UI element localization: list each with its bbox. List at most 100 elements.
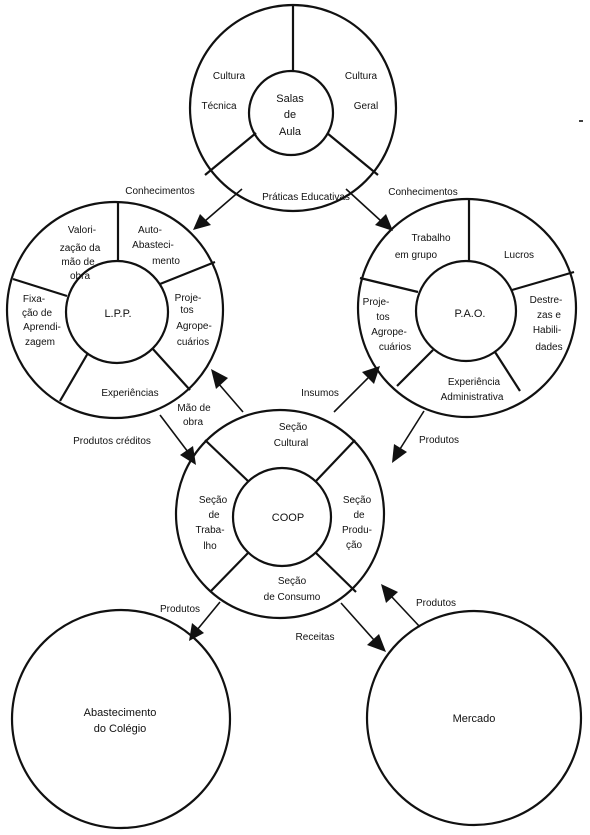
coop-seg-trabalho-2: de [208,510,220,521]
right-seg-projetos-3: Agrope- [371,327,407,338]
right-seg-projetos-1: Proje- [363,297,390,308]
coop-center-label: COOP [272,512,304,524]
abastecimento-label-2: do Colégio [94,723,147,735]
top-center-line-2: de [284,109,296,121]
coop-seg-producao-3: Produ- [342,525,372,536]
top-seg-cultura-geral-1: Cultura [345,71,378,82]
left-seg-projetos-1: Proje- [175,293,202,304]
right-divider-lower-right [494,351,521,392]
left-seg-valorizacao-3: mão de [61,257,95,268]
left-divider-lower-right [151,347,191,391]
arrow-coop-to-right-head [362,366,380,384]
arrow-top-to-right-line [345,188,382,222]
coop-seg-cultural-1: Seção [279,422,308,433]
left-seg-auto-abastecimento-2: Abasteci- [132,240,174,251]
left-seg-projetos-4: cuários [177,337,209,348]
left-outer-ring [5,200,225,420]
arrow-top-to-left-line [204,188,243,222]
coop-seg-producao-2: de [353,510,365,521]
coop-seg-trabalho-3: Traba- [195,525,224,536]
coop-divider-lower-left [209,552,249,593]
top-seg-praticas-educativas: Práticas Educativas [262,192,350,203]
arrow-right-to-coop-head [392,444,407,463]
coop-outer-ring [174,408,386,620]
arrow-coop-to-abastecimento-line [196,601,221,631]
right-divider-lower-left [396,349,434,387]
arrow-right-to-coop-line [399,410,425,450]
arrow-coop-to-mercado-head [367,634,386,652]
arrow-coop-to-mercado-line [340,602,375,641]
right-seg-destrezas-3: Habili- [533,325,561,336]
left-circle-lpp: L.P.P. Valori- zação da mão de obra Auto… [5,200,225,420]
mercado-label: Mercado [453,713,496,725]
left-seg-valorizacao-2: zação da [60,243,101,254]
coop-divider-upper-right [315,439,356,482]
left-center-label: L.P.P. [104,308,131,320]
top-circle-salas-de-aula: Salas de Aula Cultura Técnica Cultura Ge… [188,3,398,213]
top-seg-cultura-tecnica-1: Cultura [213,71,246,82]
top-seg-cultura-geral-2: Geral [354,101,378,112]
flow-produtos-right: Produtos [419,435,459,446]
arrow-coop-to-right-line [333,377,369,413]
coop-circle: COOP Seção Cultural Seção de Produ- ção … [174,408,386,620]
coop-seg-producao-4: ção [346,540,363,551]
arrow-coop-to-abastecimento-head [189,623,204,641]
right-seg-trabalho-1: Trabalho [411,233,451,244]
right-inner-circle [414,259,518,363]
top-divider-left [204,132,257,176]
arrow-top-to-left-head [193,214,211,230]
right-seg-lucros: Lucros [504,250,534,261]
left-seg-auto-abastecimento-1: Auto- [138,225,162,236]
top-seg-cultura-tecnica-2: Técnica [201,101,236,112]
arrow-left-to-coop-line [159,414,189,453]
arrow-coop-to-left-line [217,382,244,413]
flow-produtos-creditos: Produtos créditos [73,436,151,447]
left-divider-lower-left [59,352,89,402]
right-seg-trabalho-2: em grupo [395,250,438,261]
right-seg-destrezas-2: zas e [537,310,561,321]
arrow-left-to-coop-head [180,446,196,465]
coop-seg-consumo-1: Seção [278,576,307,587]
right-circle-pao: P.A.O. Trabalho em grupo Lucros Destre- … [356,197,578,419]
right-center-label: P.A.O. [455,308,486,320]
flow-conhecimentos-left: Conhecimentos [125,186,194,197]
flow-mao-de-obra-1: Mão de [177,403,211,414]
flow-insumos: Insumos [301,388,339,399]
coop-inner-circle [231,466,333,568]
bottom-right-circle-mercado: Mercado [365,609,583,827]
right-outer-ring [356,197,578,419]
abastecimento-label-1: Abastecimento [84,707,157,719]
left-seg-projetos-2: tos [180,305,193,316]
coop-seg-cultural-2: Cultural [274,438,308,449]
right-divider-upper-left [359,276,419,294]
right-seg-experiencia-adm-2: Administrativa [441,392,504,403]
flow-produtos-bottom-left: Produtos [160,604,200,615]
right-seg-projetos-4: cuários [379,342,411,353]
flow-produtos-bottom-right: Produtos [416,598,456,609]
coop-seg-consumo-2: de Consumo [264,592,321,603]
left-seg-experiencias: Experiências [101,388,158,399]
right-seg-destrezas-4: dades [535,342,562,353]
arrow-top-to-right-head [375,214,393,231]
top-center-line-3: Aula [279,126,302,138]
bottom-left-circle-abastecimento: Abastecimento do Colégio [10,608,232,830]
top-divider-right [326,132,379,176]
coop-seg-producao-1: Seção [343,495,372,506]
coop-seg-trabalho-1: Seção [199,495,228,506]
left-seg-fixacao-3: Aprendi- [23,322,61,333]
right-divider-upper-right [511,270,575,292]
coop-seg-trabalho-4: lho [203,541,217,552]
left-seg-projetos-3: Agrope- [176,321,212,332]
left-seg-valorizacao-4: obra [70,271,90,282]
right-seg-destrezas-1: Destre- [530,295,563,306]
left-divider-upper-right [159,260,216,286]
left-seg-fixacao-2: ção de [22,308,52,319]
arrow-mercado-to-coop-line [390,595,421,628]
top-inner-circle [247,69,335,157]
left-seg-valorizacao-1: Valori- [68,225,96,236]
arrow-mercado-to-coop-head [381,584,398,603]
top-center-line-1: Salas [276,93,304,105]
left-divider-upper-left [12,277,68,298]
mercado-ring [365,609,583,827]
